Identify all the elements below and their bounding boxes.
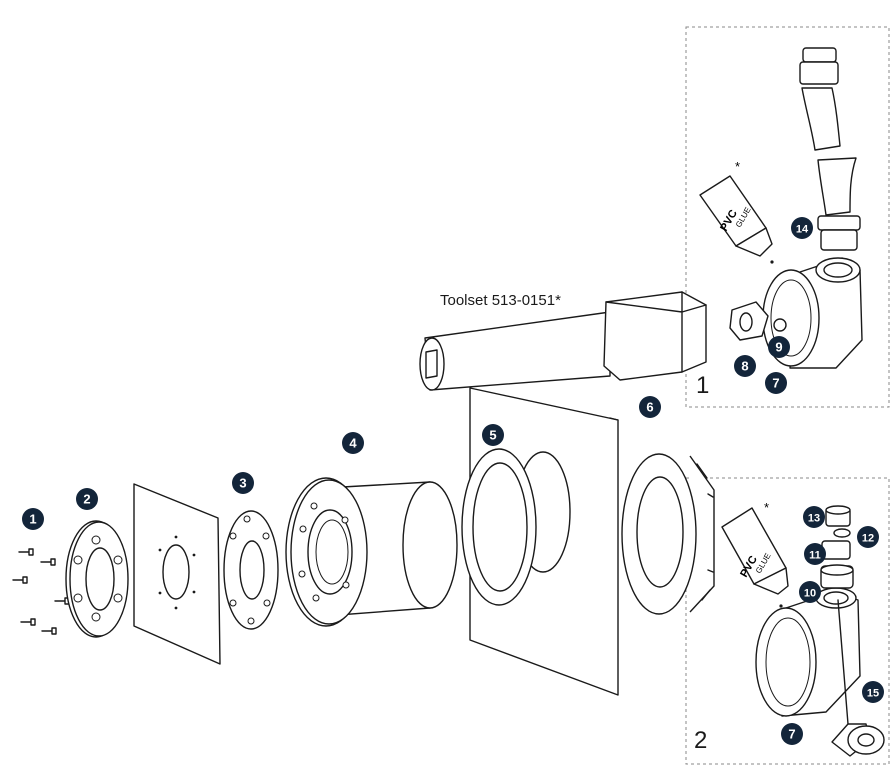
inset-label-2: 2 <box>694 727 707 754</box>
inset-label-1: 1 <box>696 372 709 399</box>
screw-icon <box>12 548 70 635</box>
callout-badge <box>232 472 254 494</box>
callout-10: 10 <box>799 581 821 603</box>
callout-badge <box>799 581 821 603</box>
asterisk-2: * <box>764 500 769 515</box>
callout-badge <box>639 396 661 418</box>
callout-number: 10 <box>804 588 816 600</box>
callout-14: 14 <box>791 217 813 239</box>
callout-badge <box>768 336 790 358</box>
callout-badge <box>804 543 826 565</box>
callout-badge <box>76 488 98 510</box>
callout-6: 6 <box>639 396 661 418</box>
mounting-plate <box>133 483 221 665</box>
callout-number: 11 <box>809 550 821 562</box>
callout-12: 12 <box>857 526 879 548</box>
callout-badge <box>482 424 504 446</box>
callout-number: 9 <box>775 340 782 355</box>
callout-7-2: 7 <box>781 723 803 745</box>
callout-15: 15 <box>862 681 884 703</box>
inset-box-1 <box>685 26 890 408</box>
callout-7-1: 7 <box>765 372 787 394</box>
flange-ring <box>65 520 129 638</box>
callout-badge <box>857 526 879 548</box>
toolset-label: Toolset 513-0151* <box>440 292 561 309</box>
callout-number: 6 <box>646 400 653 415</box>
gasket <box>223 510 279 630</box>
callout-badge <box>342 432 364 454</box>
callout-13: 13 <box>803 506 825 528</box>
callout-badge <box>803 506 825 528</box>
callout-number: 7 <box>772 376 779 391</box>
callout-4: 4 <box>342 432 364 454</box>
callout-2: 2 <box>76 488 98 510</box>
toolset-wrench <box>419 291 707 391</box>
callout-8: 8 <box>734 355 756 377</box>
callout-badge <box>765 372 787 394</box>
callout-badge <box>791 217 813 239</box>
callout-number: 15 <box>867 688 879 700</box>
callout-9: 9 <box>768 336 790 358</box>
sleeve <box>285 477 458 627</box>
callout-number: 3 <box>239 476 246 491</box>
callout-5: 5 <box>482 424 504 446</box>
callout-number: 2 <box>83 492 90 507</box>
callout-11: 11 <box>804 543 826 565</box>
callout-number: 7 <box>788 727 795 742</box>
callout-number: 5 <box>489 428 496 443</box>
callout-badge <box>781 723 803 745</box>
callout-3: 3 <box>232 472 254 494</box>
elbow-body-2 <box>755 587 861 717</box>
callout-badge <box>734 355 756 377</box>
callout-number: 12 <box>862 533 874 545</box>
reducer-bushing <box>820 505 854 589</box>
callout-number: 8 <box>741 359 748 374</box>
nut <box>729 301 769 341</box>
threaded-flange <box>621 453 715 615</box>
o-ring <box>461 448 571 606</box>
callout-1: 1 <box>22 508 44 530</box>
glue-tube: PVC GLUE <box>699 175 773 257</box>
callout-number: 14 <box>796 224 809 236</box>
callout-number: 4 <box>349 436 357 451</box>
asterisk-1: * <box>735 159 740 174</box>
inset-box-2 <box>685 477 890 765</box>
callout-badge <box>862 681 884 703</box>
pipe <box>799 47 861 251</box>
glue-tube: PVC GLUE <box>721 507 789 595</box>
callout-badge <box>22 508 44 530</box>
callout-number: 1 <box>29 512 36 527</box>
callout-number: 13 <box>808 513 820 525</box>
tape-roll <box>831 599 885 757</box>
